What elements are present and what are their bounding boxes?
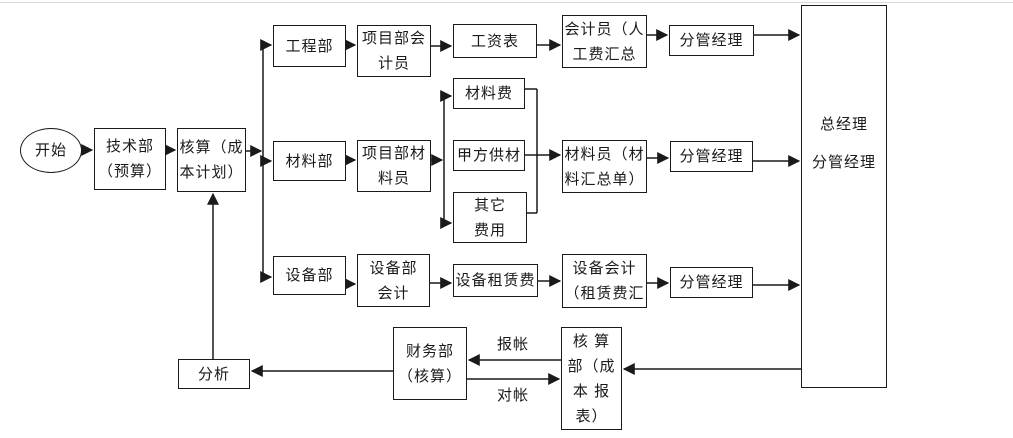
- node-label: 核算（成: [179, 139, 244, 156]
- node-labor-sum: 会计员（人 工费汇总: [562, 15, 647, 68]
- node-label: 计员: [377, 55, 410, 72]
- node-label: 总经理: [819, 116, 868, 133]
- node-label: 分管经理: [679, 32, 744, 49]
- node-label: 料员: [377, 170, 410, 187]
- node-manager-mid: 分管经理: [670, 141, 753, 172]
- node-material-dept: 材料部: [273, 141, 346, 181]
- node-equip-dept: 设备部: [273, 256, 346, 295]
- node-equip-accountant: 设备部 会计: [357, 254, 430, 307]
- node-label: 设备会计: [572, 260, 637, 277]
- node-label: （核算）: [397, 367, 462, 385]
- node-start: 开始: [20, 128, 82, 173]
- node-other-fee: 其它 费用: [453, 192, 527, 243]
- node-label: 费用: [473, 221, 506, 239]
- edge-label-duizhang: 对帐: [496, 387, 529, 404]
- node-label: 会计员（人: [564, 20, 645, 38]
- node-label: 工费汇总: [572, 45, 637, 63]
- node-salary-table: 工资表: [453, 24, 537, 58]
- node-label: 部（成: [567, 357, 616, 375]
- node-equip-rental: 设备租赁费: [453, 264, 538, 297]
- node-label: 项目部材: [361, 145, 426, 162]
- node-label: （租赁费汇: [564, 285, 645, 302]
- node-label: 本 报: [572, 382, 611, 400]
- node-label: 其它: [473, 196, 506, 214]
- node-label: 分管经理: [679, 148, 744, 165]
- node-label: 材料员（材: [564, 145, 645, 163]
- node-label: 工程部: [285, 37, 334, 55]
- node-label: 设备部: [369, 259, 418, 277]
- node-label: 甲方供材: [456, 147, 521, 164]
- top-divider: [0, 2, 1013, 3]
- node-material-fee: 材料费: [453, 78, 525, 109]
- node-manager-bottom: 分管经理: [670, 267, 753, 298]
- node-label: 设备租赁费: [455, 272, 536, 289]
- node-label: 核 算: [572, 332, 611, 350]
- node-cost-report: 核 算 部（成 本 报 表）: [561, 327, 622, 430]
- node-proj-material: 项目部材 料员: [357, 140, 431, 192]
- node-eng-dept: 工程部: [273, 25, 346, 67]
- node-label: 开始: [34, 142, 67, 159]
- node-label: 材料部: [285, 152, 334, 170]
- node-label: 表）: [575, 407, 608, 425]
- node-equip-sum: 设备会计 （租赁费汇: [562, 254, 647, 308]
- node-label: 材料费: [464, 85, 513, 102]
- node-label: 财务部: [405, 342, 454, 360]
- node-label: 技术部: [105, 138, 154, 155]
- node-material-sum: 材料员（材 料汇总单）: [562, 140, 647, 193]
- edge-label-baozhang: 报帐: [496, 336, 529, 353]
- node-label: （预算）: [97, 163, 162, 180]
- node-label: 分管经理: [679, 274, 744, 291]
- node-cost-plan: 核算（成 本计划）: [177, 128, 246, 192]
- node-label: 工资表: [470, 32, 519, 50]
- node-general-manager: 总经理 分管经理: [801, 5, 887, 388]
- node-analysis: 分析: [178, 359, 250, 389]
- node-label: 会计: [377, 284, 410, 302]
- node-label: 项目部会: [361, 30, 426, 47]
- node-manager-top: 分管经理: [669, 25, 754, 56]
- node-proj-accountant: 项目部会 计员: [357, 25, 431, 77]
- node-label: 分管经理: [811, 154, 876, 171]
- node-label: 本计划）: [179, 164, 244, 181]
- node-tech-dept: 技术部 （预算）: [94, 128, 166, 190]
- node-label: 料汇总单）: [564, 170, 645, 188]
- node-partya-material: 甲方供材: [453, 140, 525, 171]
- node-label: 分析: [197, 365, 230, 383]
- node-finance-dept: 财务部 （核算）: [393, 327, 467, 400]
- node-label: 设备部: [285, 267, 334, 284]
